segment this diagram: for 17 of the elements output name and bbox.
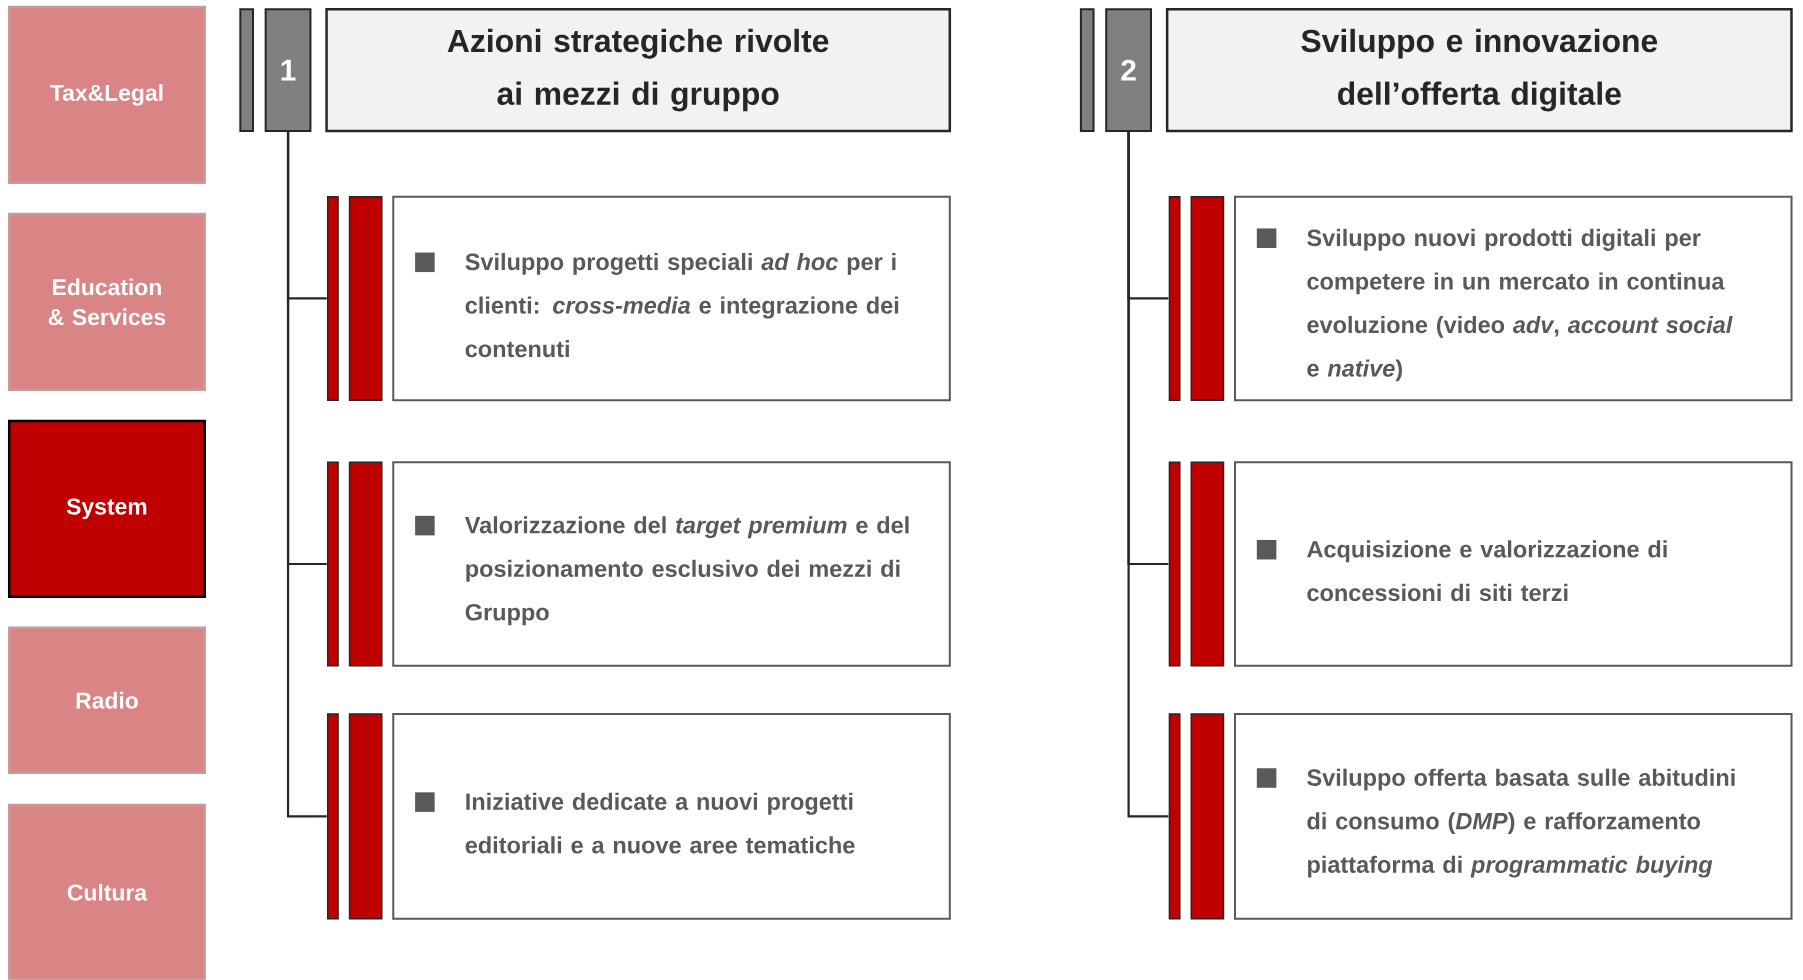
tab-box: Radio [7,626,206,775]
tab-box: Education & Services [7,212,206,392]
tab-box: Tax&Legal [7,5,206,185]
header-box: Azioni strategiche rivolte ai mezzi di gruppo [325,8,952,133]
item-box: Valorizzazione del target premium e del posizionamento esclusivo dei mezzi di Gruppo [326,461,951,667]
item-box: Sviluppo progetti speciali ad hoc per i clienti: cross-media e integrazione dei contenuti [326,195,951,402]
item-box: Acquisizione e valorizzazione di concessioni di siti terzi [1168,461,1793,667]
number-box: 2 [1079,8,1152,133]
header-box: Sviluppo e innovazione dell’offerta digitale [1165,8,1793,133]
connector-line [1127,132,1169,818]
tab-box: Cultura [7,803,206,980]
tab-box: System [7,419,206,599]
item-box: Sviluppo nuovi prodotti digitali per competere in un mercato in continua evoluzione (video adv, account social e native) [1168,195,1793,402]
item-box: Sviluppo offerta basata sulle abitudini di consumo (DMP) e rafforzamento piattaforma di programmatic buying [1168,713,1793,920]
item-box: Iniziative dedicate a nuovi progetti editoriali e a nuove aree tematiche [326,713,951,920]
number-box: 1 [239,8,312,133]
connector-line [286,132,327,818]
